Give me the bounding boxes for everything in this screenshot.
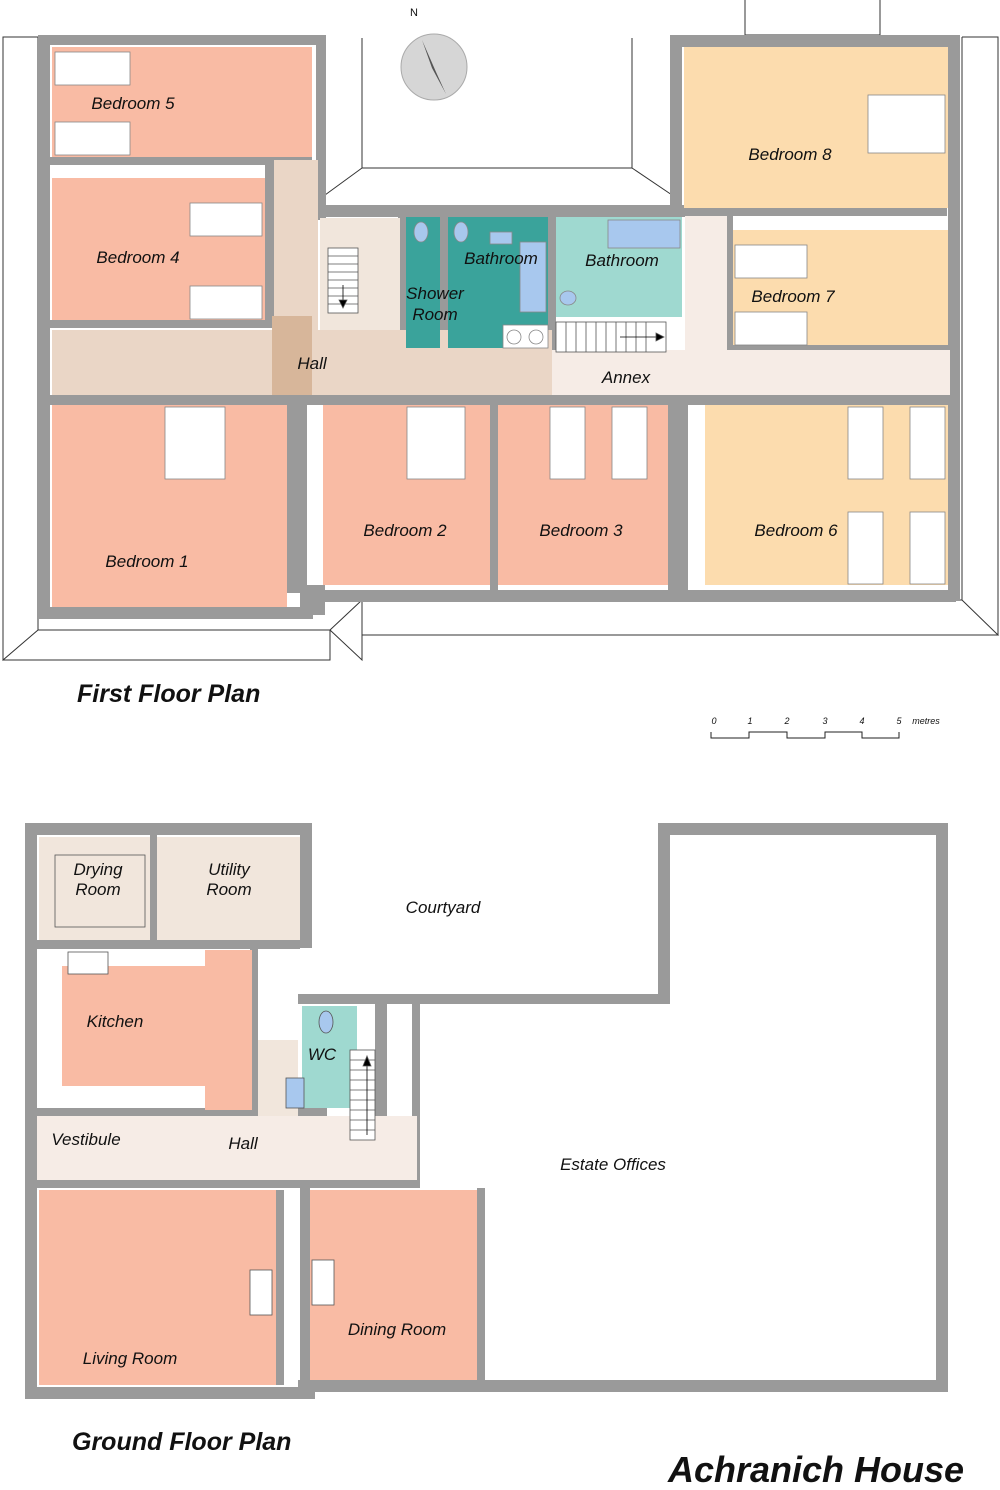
ground-floor-fixtures bbox=[54, 854, 376, 1316]
house-title: Achranich House bbox=[667, 1449, 964, 1490]
annex-label: Annex bbox=[601, 368, 651, 387]
dining-table bbox=[311, 1259, 335, 1306]
bed bbox=[549, 406, 586, 480]
utility-room-label-line2: Room bbox=[206, 880, 251, 899]
annex-fill bbox=[552, 350, 950, 395]
fixture-box bbox=[285, 1077, 305, 1109]
first-floor-furniture bbox=[54, 51, 946, 585]
sink bbox=[489, 231, 513, 245]
ground-floor-walls bbox=[25, 823, 948, 1399]
toilet bbox=[413, 221, 429, 243]
drying-room-fill bbox=[39, 837, 150, 940]
kitchen-side-fill bbox=[205, 950, 252, 1110]
shower-room-label-line1: Shower bbox=[406, 284, 465, 303]
scale-tick-5: 5 bbox=[896, 716, 902, 726]
scale-unit: metres bbox=[912, 716, 940, 726]
wc-label: WC bbox=[308, 1045, 337, 1064]
living-room-label: Living Room bbox=[83, 1349, 178, 1368]
scale-bar: 0 1 2 3 4 5 metres bbox=[710, 716, 940, 739]
ground-floor-plan: Drying Room Utility Room Courtyard Kitch… bbox=[25, 823, 948, 1456]
drying-room-label-line1: Drying bbox=[73, 860, 123, 879]
dining-room-label: Dining Room bbox=[348, 1320, 446, 1339]
bathroom1-label: Bathroom bbox=[464, 249, 538, 268]
scale-tick-2: 2 bbox=[783, 716, 789, 726]
shower-room-label-line2: Room bbox=[412, 305, 457, 324]
cooker bbox=[67, 951, 109, 975]
first-floor-plan: N Bedroom 5 Bedroom 4 Bedroom 1 Bedroom … bbox=[2, 0, 1000, 708]
bed bbox=[734, 311, 808, 346]
annex-corridor-fill bbox=[685, 216, 727, 356]
dining-room-fill bbox=[310, 1190, 477, 1380]
first-floor-walls bbox=[38, 35, 960, 619]
bedroom1-label: Bedroom 1 bbox=[105, 552, 188, 571]
scale-tick-0: 0 bbox=[711, 716, 716, 726]
dining-table bbox=[249, 1269, 273, 1316]
scale-tick-4: 4 bbox=[859, 716, 864, 726]
scale-tick-1: 1 bbox=[747, 716, 752, 726]
bedroom4-label: Bedroom 4 bbox=[96, 248, 179, 267]
scale-tick-3: 3 bbox=[822, 716, 827, 726]
ground-floor-title: Ground Floor Plan bbox=[72, 1428, 291, 1456]
living-room-fill bbox=[39, 1190, 276, 1385]
kitchen-label: Kitchen bbox=[87, 1012, 144, 1031]
bed bbox=[847, 406, 884, 480]
toilet bbox=[559, 290, 577, 306]
compass-north-label: N bbox=[410, 7, 418, 19]
vestibule-label: Vestibule bbox=[51, 1130, 120, 1149]
bed bbox=[406, 406, 466, 480]
bed bbox=[54, 121, 131, 156]
bathroom2-label: Bathroom bbox=[585, 251, 659, 270]
toilet bbox=[453, 221, 469, 243]
utility-room-fill bbox=[157, 837, 300, 940]
courtyard-label: Courtyard bbox=[406, 898, 481, 917]
bedroom8-label: Bedroom 8 bbox=[748, 145, 832, 164]
bed bbox=[867, 94, 946, 154]
first-floor-title: First Floor Plan bbox=[77, 680, 260, 708]
bed bbox=[909, 511, 946, 585]
bed bbox=[189, 285, 263, 320]
bedroom7-label: Bedroom 7 bbox=[751, 287, 835, 306]
stairs bbox=[349, 1049, 376, 1141]
first-floor-room-fills bbox=[52, 47, 950, 607]
bed bbox=[164, 406, 226, 480]
bed bbox=[54, 51, 131, 86]
bed bbox=[611, 406, 648, 480]
bed bbox=[189, 202, 263, 237]
estate-offices-label: Estate Offices bbox=[560, 1155, 666, 1174]
bed bbox=[909, 406, 946, 480]
bathtub bbox=[607, 219, 681, 249]
bedroom2-label: Bedroom 2 bbox=[363, 521, 447, 540]
utility-room-label-line1: Utility bbox=[208, 860, 251, 879]
bedroom6-fill bbox=[705, 405, 948, 585]
drying-rack bbox=[54, 854, 146, 928]
toilet bbox=[318, 1010, 334, 1034]
bedroom3-label: Bedroom 3 bbox=[539, 521, 623, 540]
hall-label: Hall bbox=[228, 1134, 259, 1153]
bed bbox=[734, 244, 808, 279]
hall-label: Hall bbox=[297, 354, 328, 373]
compass: N bbox=[400, 7, 468, 101]
drying-room-label-line2: Room bbox=[75, 880, 120, 899]
first-floor-stairs bbox=[327, 247, 667, 353]
bed bbox=[847, 511, 884, 585]
hall-dark-fill bbox=[272, 316, 312, 395]
bathtub bbox=[519, 241, 547, 313]
bedroom5-label: Bedroom 5 bbox=[91, 94, 175, 113]
bedroom6-label: Bedroom 6 bbox=[754, 521, 838, 540]
